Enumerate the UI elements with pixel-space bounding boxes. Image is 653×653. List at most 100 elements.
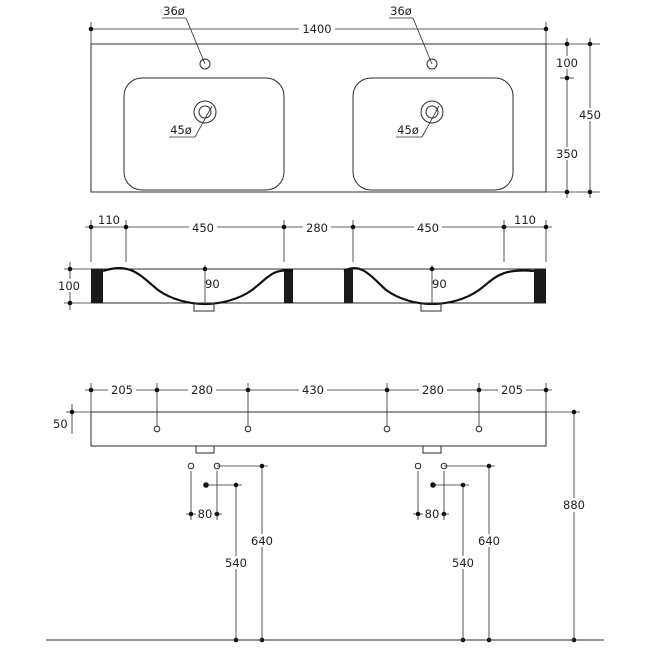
left-drain-outer (193, 100, 217, 124)
dim-dot (67, 300, 73, 306)
label-mask (299, 22, 335, 36)
basin-top-outline (90, 43, 547, 193)
label-mask (56, 279, 82, 292)
leader-tap-right (412, 17, 433, 65)
label-mask (108, 383, 136, 396)
dim-dot (67, 266, 73, 272)
fixing-hole (383, 425, 391, 433)
dim-dot (245, 387, 251, 393)
left-plumbing-group: 80 540 640 (186, 462, 276, 643)
dim-dot (154, 387, 160, 393)
drain-right-label: 45ø (397, 123, 419, 137)
dim-dot (69, 409, 75, 415)
fixing-hole (244, 425, 252, 433)
dim-dot (233, 482, 239, 488)
left-bowl-outline (123, 77, 285, 191)
dim-430-label: 430 (302, 383, 324, 397)
dim-dot (543, 224, 549, 230)
thickness-label: 50 (53, 417, 68, 431)
label-mask (299, 383, 327, 396)
dim-450-left-label: 450 (192, 221, 214, 235)
dim-dot (564, 41, 570, 47)
tap-hole-right-label: 36ø (390, 4, 412, 18)
right-spacing-label: 80 (425, 507, 440, 521)
dim-dot (429, 266, 435, 272)
label-mask (222, 556, 250, 569)
supply-point (187, 462, 195, 470)
dim-dot (543, 387, 549, 393)
right-supply-height-label: 540 (452, 556, 474, 570)
dim-dot (259, 463, 265, 469)
label-mask (423, 507, 441, 520)
dim-dot (543, 26, 549, 32)
fixing-hole (153, 425, 161, 433)
dim-dot (587, 189, 593, 195)
label-mask (553, 56, 581, 69)
label-mask (196, 507, 214, 520)
dim-dot (88, 387, 94, 393)
label-mask (449, 556, 477, 569)
dim-dot (564, 189, 570, 195)
fixing-hole (475, 425, 483, 433)
dim-dot (281, 224, 287, 230)
label-mask (559, 498, 589, 512)
label-mask (498, 383, 526, 396)
drain-left-label: 45ø (170, 123, 192, 137)
depth-left-label: 90 (205, 277, 220, 291)
section-view: 110 450 280 450 110 90 90 (56, 213, 552, 312)
right-drain-outer (420, 100, 444, 124)
dim-dot (564, 75, 570, 81)
left-spacing-label: 80 (198, 507, 213, 521)
left-drain-inner (198, 105, 212, 119)
right-waste-height-label: 640 (478, 534, 500, 548)
dim-dot (88, 26, 94, 32)
left-waste-height-label: 640 (251, 534, 273, 548)
dim-dot (123, 224, 129, 230)
dim-dot (501, 224, 507, 230)
dim-1400-label: 1400 (302, 22, 331, 36)
leader-tap-left (185, 17, 206, 65)
dim-280-right-label: 280 (422, 383, 444, 397)
total-height-label: 880 (563, 498, 585, 512)
right-drain-inner (425, 105, 439, 119)
dim-dot (415, 511, 421, 517)
left-tap-hole (199, 58, 211, 70)
center-wall-right (344, 269, 353, 303)
dim-450-label: 450 (579, 108, 601, 122)
dim-dot (486, 463, 492, 469)
dim-dot (476, 387, 482, 393)
front-view: 205 280 430 280 205 50 880 (46, 383, 604, 643)
label-mask (419, 383, 447, 396)
right-drain-stub (420, 302, 442, 312)
section-height-label: 100 (58, 279, 80, 293)
label-mask (189, 221, 217, 234)
label-mask (576, 108, 604, 121)
top-view: 1400 36ø 36ø 45ø 45ø 100 350 450 (88, 4, 604, 198)
dim-205-left-label: 205 (111, 383, 133, 397)
tap-hole-left-label: 36ø (163, 4, 185, 18)
front-slab (90, 411, 547, 447)
right-tap-hole (426, 58, 438, 70)
label-mask (248, 534, 276, 547)
left-bowl-profile (102, 266, 294, 306)
leader-drain-right (421, 105, 440, 138)
center-wall-left (284, 269, 293, 303)
dim-110-left-label: 110 (98, 213, 120, 227)
dim-dot (188, 511, 194, 517)
dim-280-left-label: 280 (191, 383, 213, 397)
right-drain-outlet (422, 445, 442, 454)
supply-point (414, 462, 422, 470)
dim-dot (350, 224, 356, 230)
dim-100-label: 100 (556, 56, 578, 70)
left-drain-stub (193, 302, 215, 312)
left-drain-outlet (195, 445, 215, 454)
label-mask (553, 147, 581, 160)
dim-dot (587, 41, 593, 47)
label-mask (96, 213, 122, 226)
dim-205-right-label: 205 (501, 383, 523, 397)
label-mask (475, 534, 503, 547)
right-plumbing-group: 80 540 640 (413, 462, 503, 643)
dim-dot (384, 387, 390, 393)
label-mask (414, 221, 442, 234)
